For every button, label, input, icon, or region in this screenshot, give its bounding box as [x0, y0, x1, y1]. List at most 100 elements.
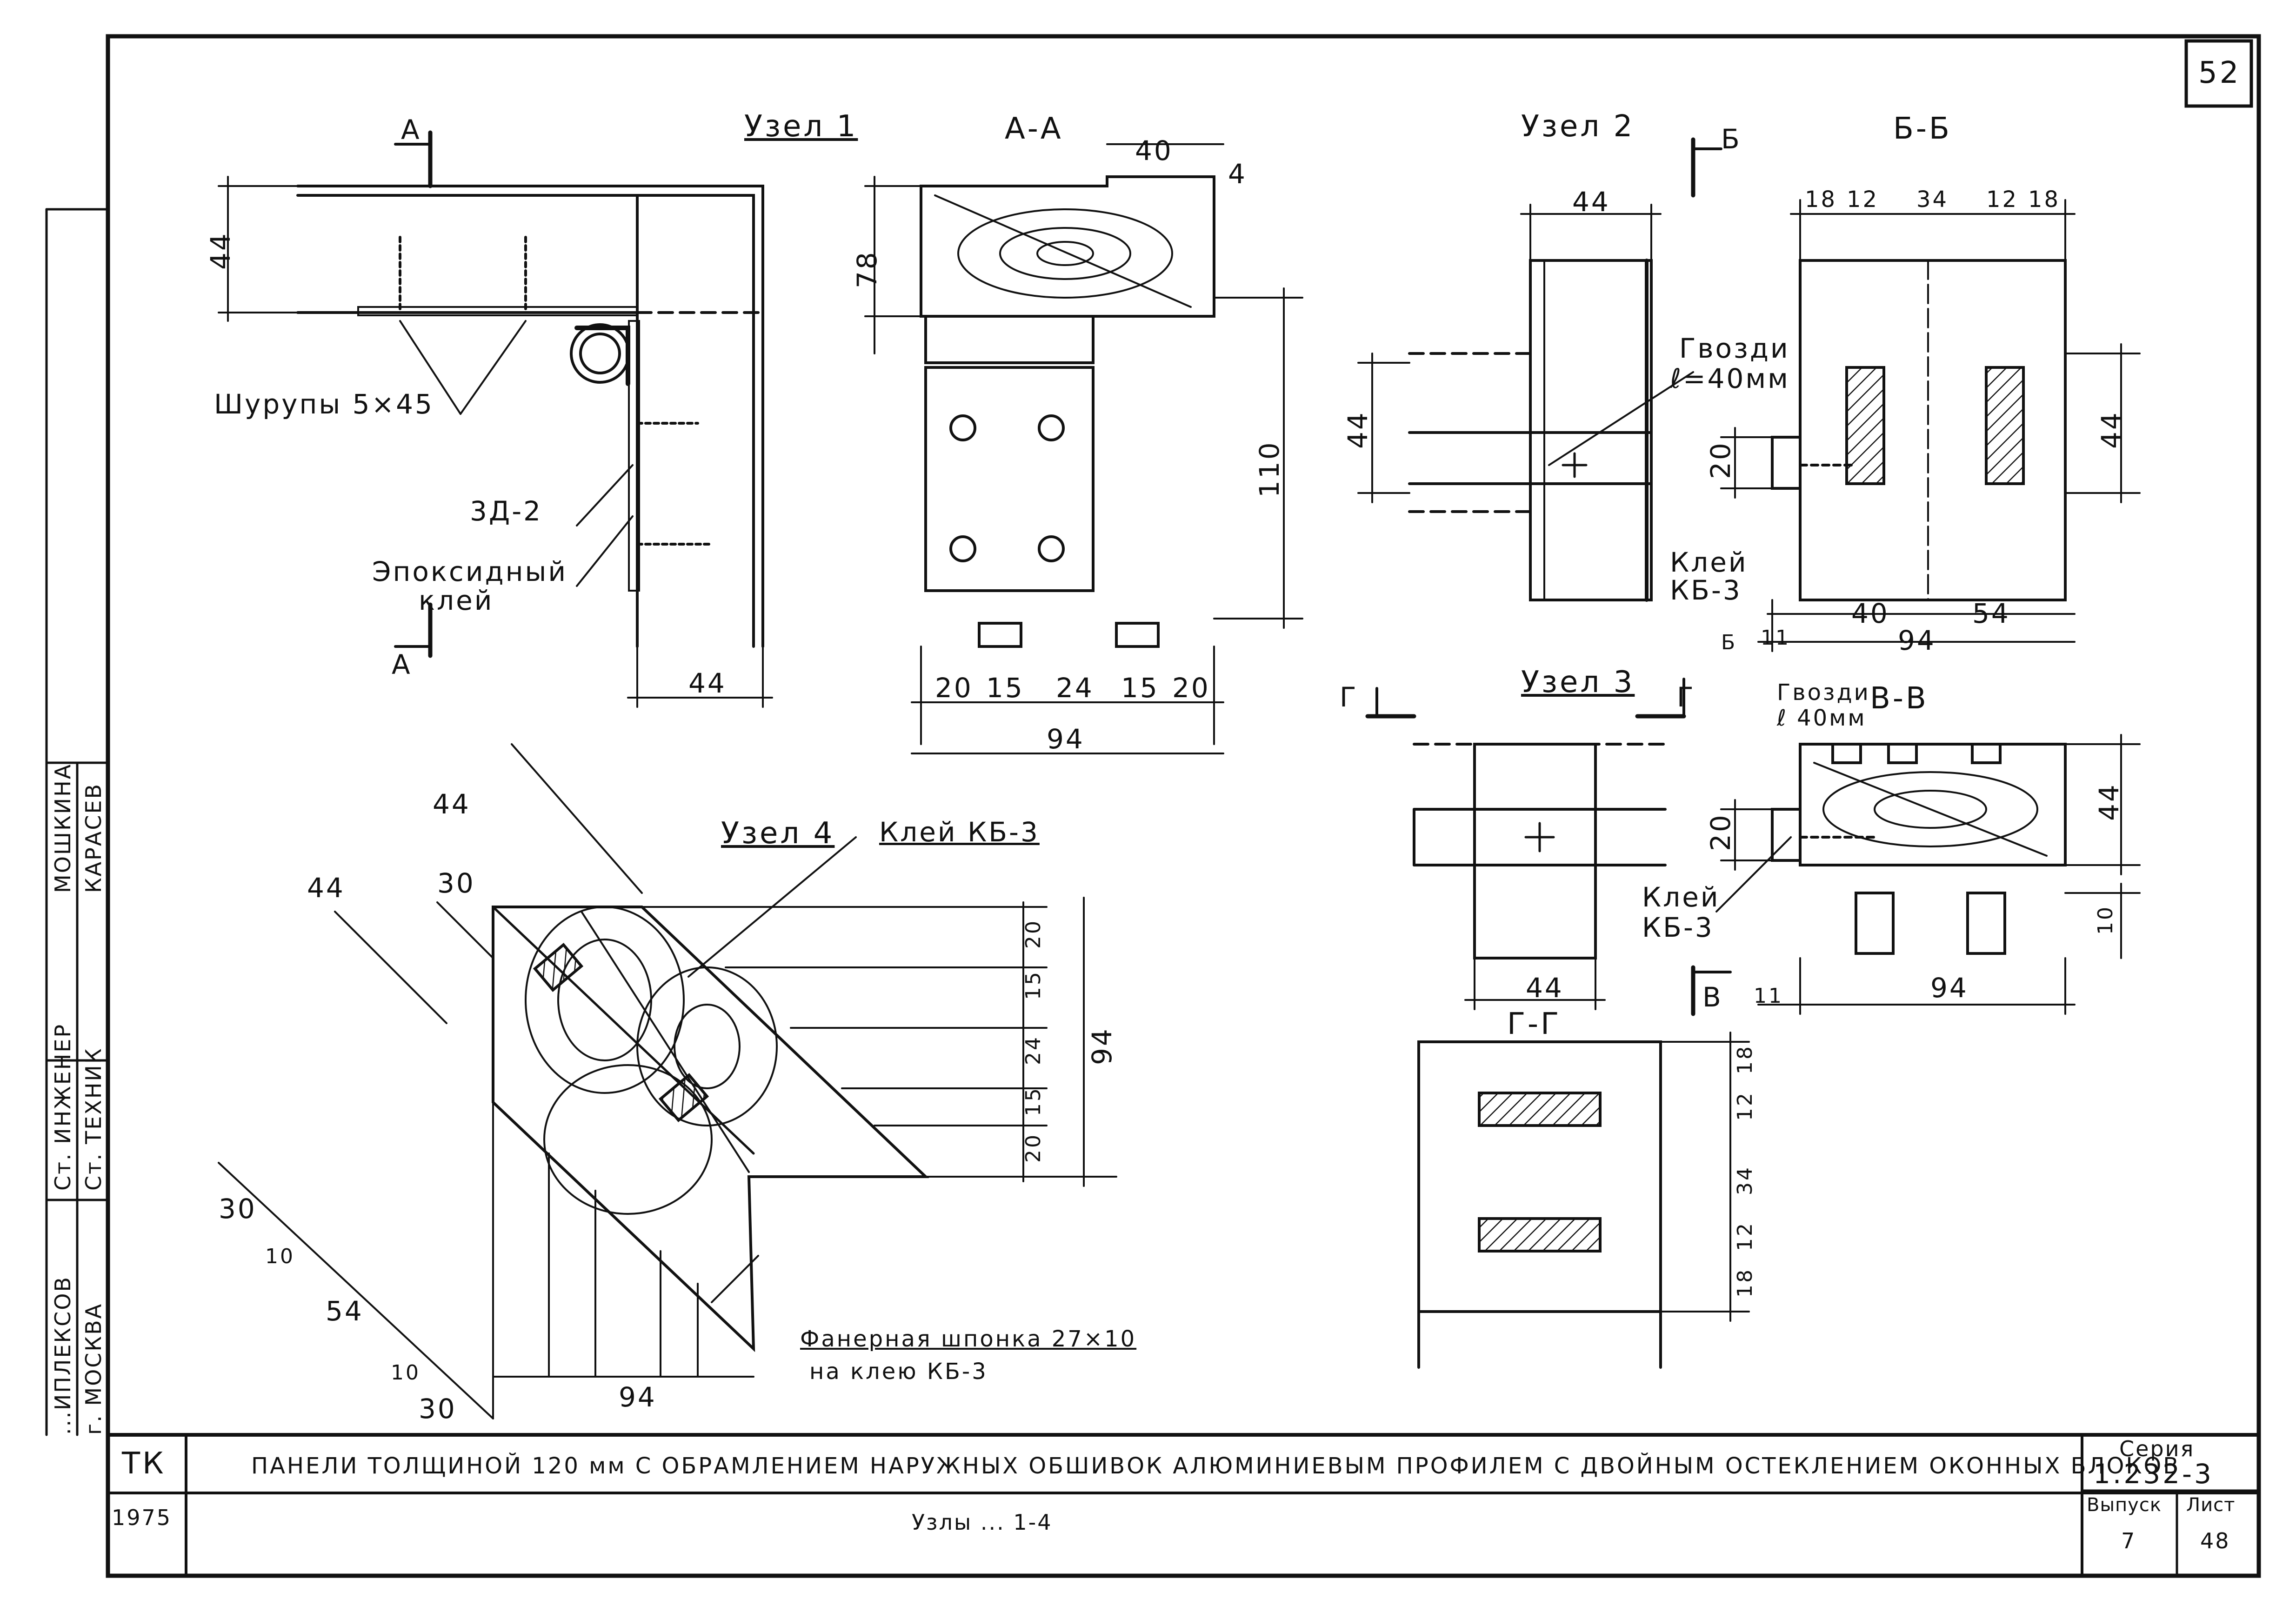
node4-dim-44b: 44 [307, 872, 345, 904]
node3-title: Узел 3 [1521, 665, 1635, 700]
aa-dim-4: 4 [1228, 158, 1247, 190]
aa-dim-15a: 15 [986, 672, 1024, 704]
node4-glue-label: Клей КБ-3 [879, 816, 1040, 848]
aa-dim-78: 78 [851, 250, 883, 288]
node1-screws-label: Шурупы 5×45 [214, 388, 434, 420]
name-moshkina: МОШКИНА [50, 763, 75, 893]
node2-cut-b-top: Б [1721, 123, 1742, 155]
node2-nails-line2: ℓ=40мм [1670, 363, 1790, 394]
node1-dim-44-left: 44 [205, 232, 236, 270]
section-vv-drawing [1715, 734, 2141, 1015]
node4-dim-44a: 44 [433, 788, 471, 820]
section-vv-title: В-В [1870, 681, 1929, 716]
series-value: 1.232-3 [2093, 1458, 2214, 1490]
node2-glue-line1: Клей [1670, 546, 1748, 578]
node2-cut-b-bottom: Б [1721, 631, 1737, 654]
gg-dim-18a: 18 [1733, 1045, 1757, 1074]
node2-title: Узел 2 [1521, 109, 1635, 144]
name-karasev: КАРАСЕВ [81, 782, 106, 893]
sheet-title: ПАНЕЛИ ТОЛЩИНОЙ 120 мм С ОБРАМЛЕНИЕМ НАР… [251, 1453, 2181, 1479]
bb-dim-12a: 12 [1847, 187, 1879, 213]
node4-dim-54: 54 [326, 1295, 364, 1327]
node3-cut-g-right: Г [1677, 681, 1695, 713]
node1-glue-line2: клей [419, 585, 494, 616]
sheet-value: 48 [2200, 1528, 2230, 1553]
year-label: 1975 [112, 1505, 172, 1530]
section-bb-drawing [1720, 199, 2141, 652]
vv-dim-94: 94 [1930, 972, 1969, 1004]
role-technician: Ст. ТЕХНИК [81, 1047, 106, 1191]
bb-dim-18a: 18 [1805, 187, 1837, 213]
aa-dim-20b: 20 [1172, 672, 1210, 704]
node1-drawing [218, 130, 773, 708]
vv-dim-10: 10 [2094, 905, 2117, 935]
stamp-label: ТК [122, 1446, 166, 1481]
node3-dim-44: 44 [1526, 972, 1564, 1004]
node4-dim-94-right: 94 [1086, 1027, 1118, 1065]
vv-nails-line2: ℓ 40мм [1777, 705, 1867, 731]
node2-nails-line1: Гвозди [1679, 333, 1790, 364]
page-number: 52 [2198, 56, 2241, 90]
node4-dim-10a: 10 [265, 1245, 295, 1268]
section-gg-title: Г-Г [1507, 1007, 1562, 1041]
org-city: г. МОСКВА [81, 1302, 106, 1435]
aa-dim-20a: 20 [935, 672, 973, 704]
node2-dim-20: 20 [1705, 441, 1736, 479]
sheet-subtitle: Узлы ... 1-4 [912, 1510, 1053, 1535]
node4-dim-24: 24 [1021, 1035, 1045, 1065]
vv-glue-line1: Клей [1642, 881, 1720, 913]
node2-dim-11: 11 [1761, 626, 1790, 650]
org-label: ...ИПЛЕКСОВ [50, 1275, 75, 1435]
node1-cut-a-top: А [401, 114, 421, 146]
node4-dim-30c: 30 [419, 1393, 457, 1425]
section-aa-title: А-А [1005, 112, 1063, 146]
node1-part-label: 3Д-2 [470, 495, 543, 527]
node4-title: Узел 4 [721, 816, 835, 851]
issue-label: Выпуск [2087, 1494, 2162, 1516]
bb-dim-44: 44 [2096, 411, 2127, 449]
issue-value: 7 [2121, 1528, 2136, 1553]
node4-dim-20b: 20 [1021, 1133, 1045, 1163]
node3-cut-v: В [1702, 981, 1723, 1013]
node1-title: Узел 1 [744, 109, 858, 144]
section-gg-drawing [1417, 1032, 1750, 1369]
node3-cut-g-left: Г [1340, 681, 1358, 713]
aa-dim-15b: 15 [1121, 672, 1159, 704]
vv-nails-line1: Гвозди [1777, 680, 1870, 706]
vv-dim-20: 20 [1705, 813, 1736, 851]
sheet-frame [106, 34, 2261, 1578]
bb-dim-40: 40 [1851, 598, 1889, 629]
node1-glue-line1: Эпоксидный [372, 556, 568, 587]
node2-glue-line2: КБ-3 [1670, 574, 1742, 606]
node2-dim-44-top: 44 [1572, 186, 1610, 218]
vv-dim-11: 11 [1754, 984, 1783, 1008]
node4-dim-30b: 30 [219, 1193, 257, 1225]
node4-dim-30a: 30 [437, 867, 475, 899]
node2-dim-44-left: 44 [1342, 411, 1374, 449]
node1-dim-44-bottom: 44 [688, 667, 727, 699]
bb-dim-94: 94 [1898, 625, 1936, 656]
node1-cut-a-bottom: А [392, 649, 412, 680]
gg-dim-18b: 18 [1733, 1268, 1757, 1298]
node4-dim-15b: 15 [1021, 1086, 1045, 1116]
node4-drawing [218, 743, 1117, 1419]
vv-glue-line2: КБ-3 [1642, 912, 1714, 943]
gg-dim-12b: 12 [1733, 1221, 1757, 1251]
node4-dim-10b: 10 [391, 1361, 420, 1385]
vv-dim-44: 44 [2093, 783, 2125, 821]
bb-dim-12b: 12 [1986, 187, 2019, 213]
bb-dim-54: 54 [1972, 598, 2010, 629]
section-aa-drawing [864, 143, 1303, 754]
aa-dim-94: 94 [1047, 723, 1085, 755]
bb-dim-34: 34 [1916, 187, 1949, 213]
node4-dim-20a: 20 [1021, 919, 1045, 949]
aa-dim-40: 40 [1135, 135, 1173, 167]
gg-dim-12a: 12 [1733, 1091, 1757, 1121]
bb-dim-18b: 18 [2028, 187, 2061, 213]
node3-drawing [1365, 678, 1732, 1016]
node4-dim-15a: 15 [1021, 970, 1045, 1000]
node4-key-line2: на клею КБ-3 [809, 1359, 988, 1385]
node4-key-line1: Фанерная шпонка 27×10 [800, 1326, 1137, 1352]
series-label: Серия [2119, 1436, 2195, 1461]
